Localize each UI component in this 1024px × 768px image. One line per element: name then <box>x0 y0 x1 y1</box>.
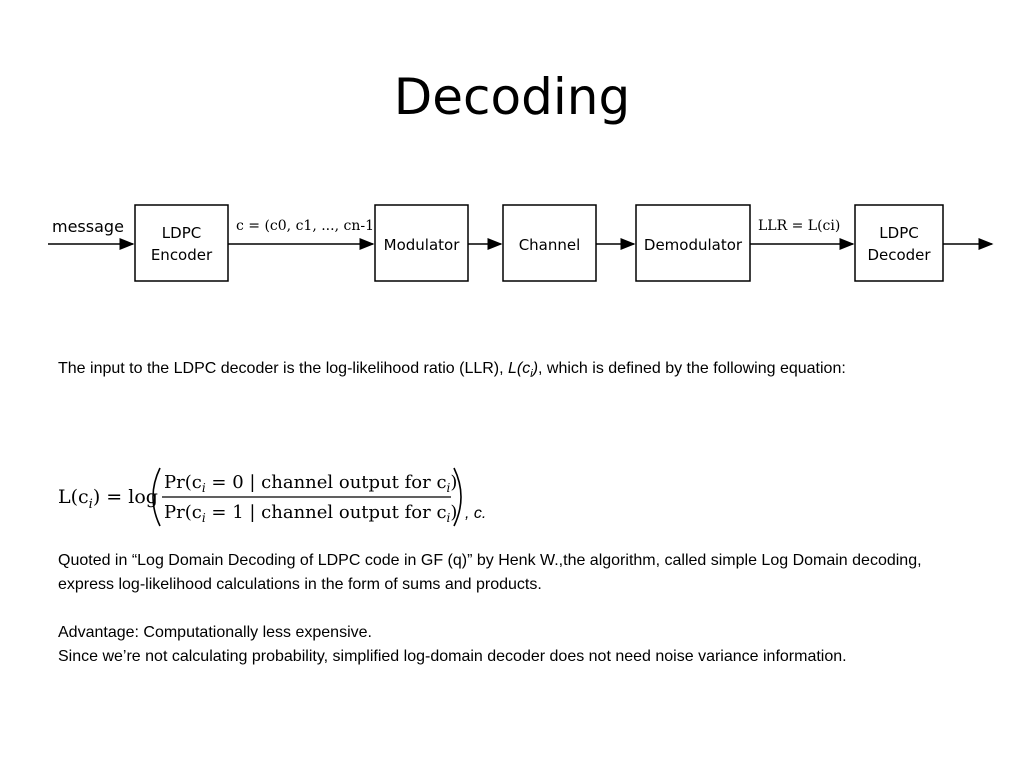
ldpc-block-diagram: message LDPC Encoder c = (c0, c1, ..., c… <box>48 204 994 282</box>
quote-paragraph: Quoted in “Log Domain Decoding of LDPC c… <box>58 552 922 593</box>
block-ldpc-encoder-line1: LDPC <box>162 224 201 242</box>
block-demodulator-label: Demodulator <box>644 236 743 254</box>
block-channel <box>502 204 597 282</box>
slide-title: Decoding <box>393 68 631 126</box>
intro-text-after: , which is defined by the following equa… <box>538 360 846 377</box>
equation-tail: , c. <box>465 505 487 522</box>
block-ldpc-decoder <box>854 204 944 282</box>
block-ldpc-encoder-line2: Encoder <box>151 246 213 264</box>
equation-numerator: Pr(ci = 0 | channel output for ci) <box>164 472 457 495</box>
llr-label: LLR = L(ci) <box>758 218 840 234</box>
block-ldpc-decoder-line2: Decoder <box>867 246 931 264</box>
block-ldpc-encoder <box>134 204 229 282</box>
block-channel-label: Channel <box>519 236 581 254</box>
block-modulator-label: Modulator <box>384 236 461 254</box>
block-demodulator <box>635 204 751 282</box>
llr-inline-math: L(ci) <box>508 360 539 381</box>
llr-equation: L(ci) = log Pr(ci = 0 | channel output f… <box>58 467 462 527</box>
reason-paragraph: Since we’re not calculating probability,… <box>58 648 847 665</box>
block-modulator <box>374 204 469 282</box>
message-label: message <box>52 217 124 236</box>
advantage-line: Advantage: Computationally less expensiv… <box>58 624 372 641</box>
intro-text-before: The input to the LDPC decoder is the log… <box>58 360 509 377</box>
equation-right-paren <box>453 467 462 527</box>
codeword-label: c = (c0, c1, ..., cn-1) <box>236 218 379 234</box>
equation-left-paren <box>152 467 161 527</box>
svg-text:L(ci) = log: L(ci) = log <box>58 486 158 512</box>
intro-paragraph: The input to the LDPC decoder is the log… <box>58 357 958 386</box>
block-ldpc-decoder-line1: LDPC <box>879 224 918 242</box>
equation-denominator: Pr(ci = 1 | channel output for ci) <box>164 502 457 525</box>
